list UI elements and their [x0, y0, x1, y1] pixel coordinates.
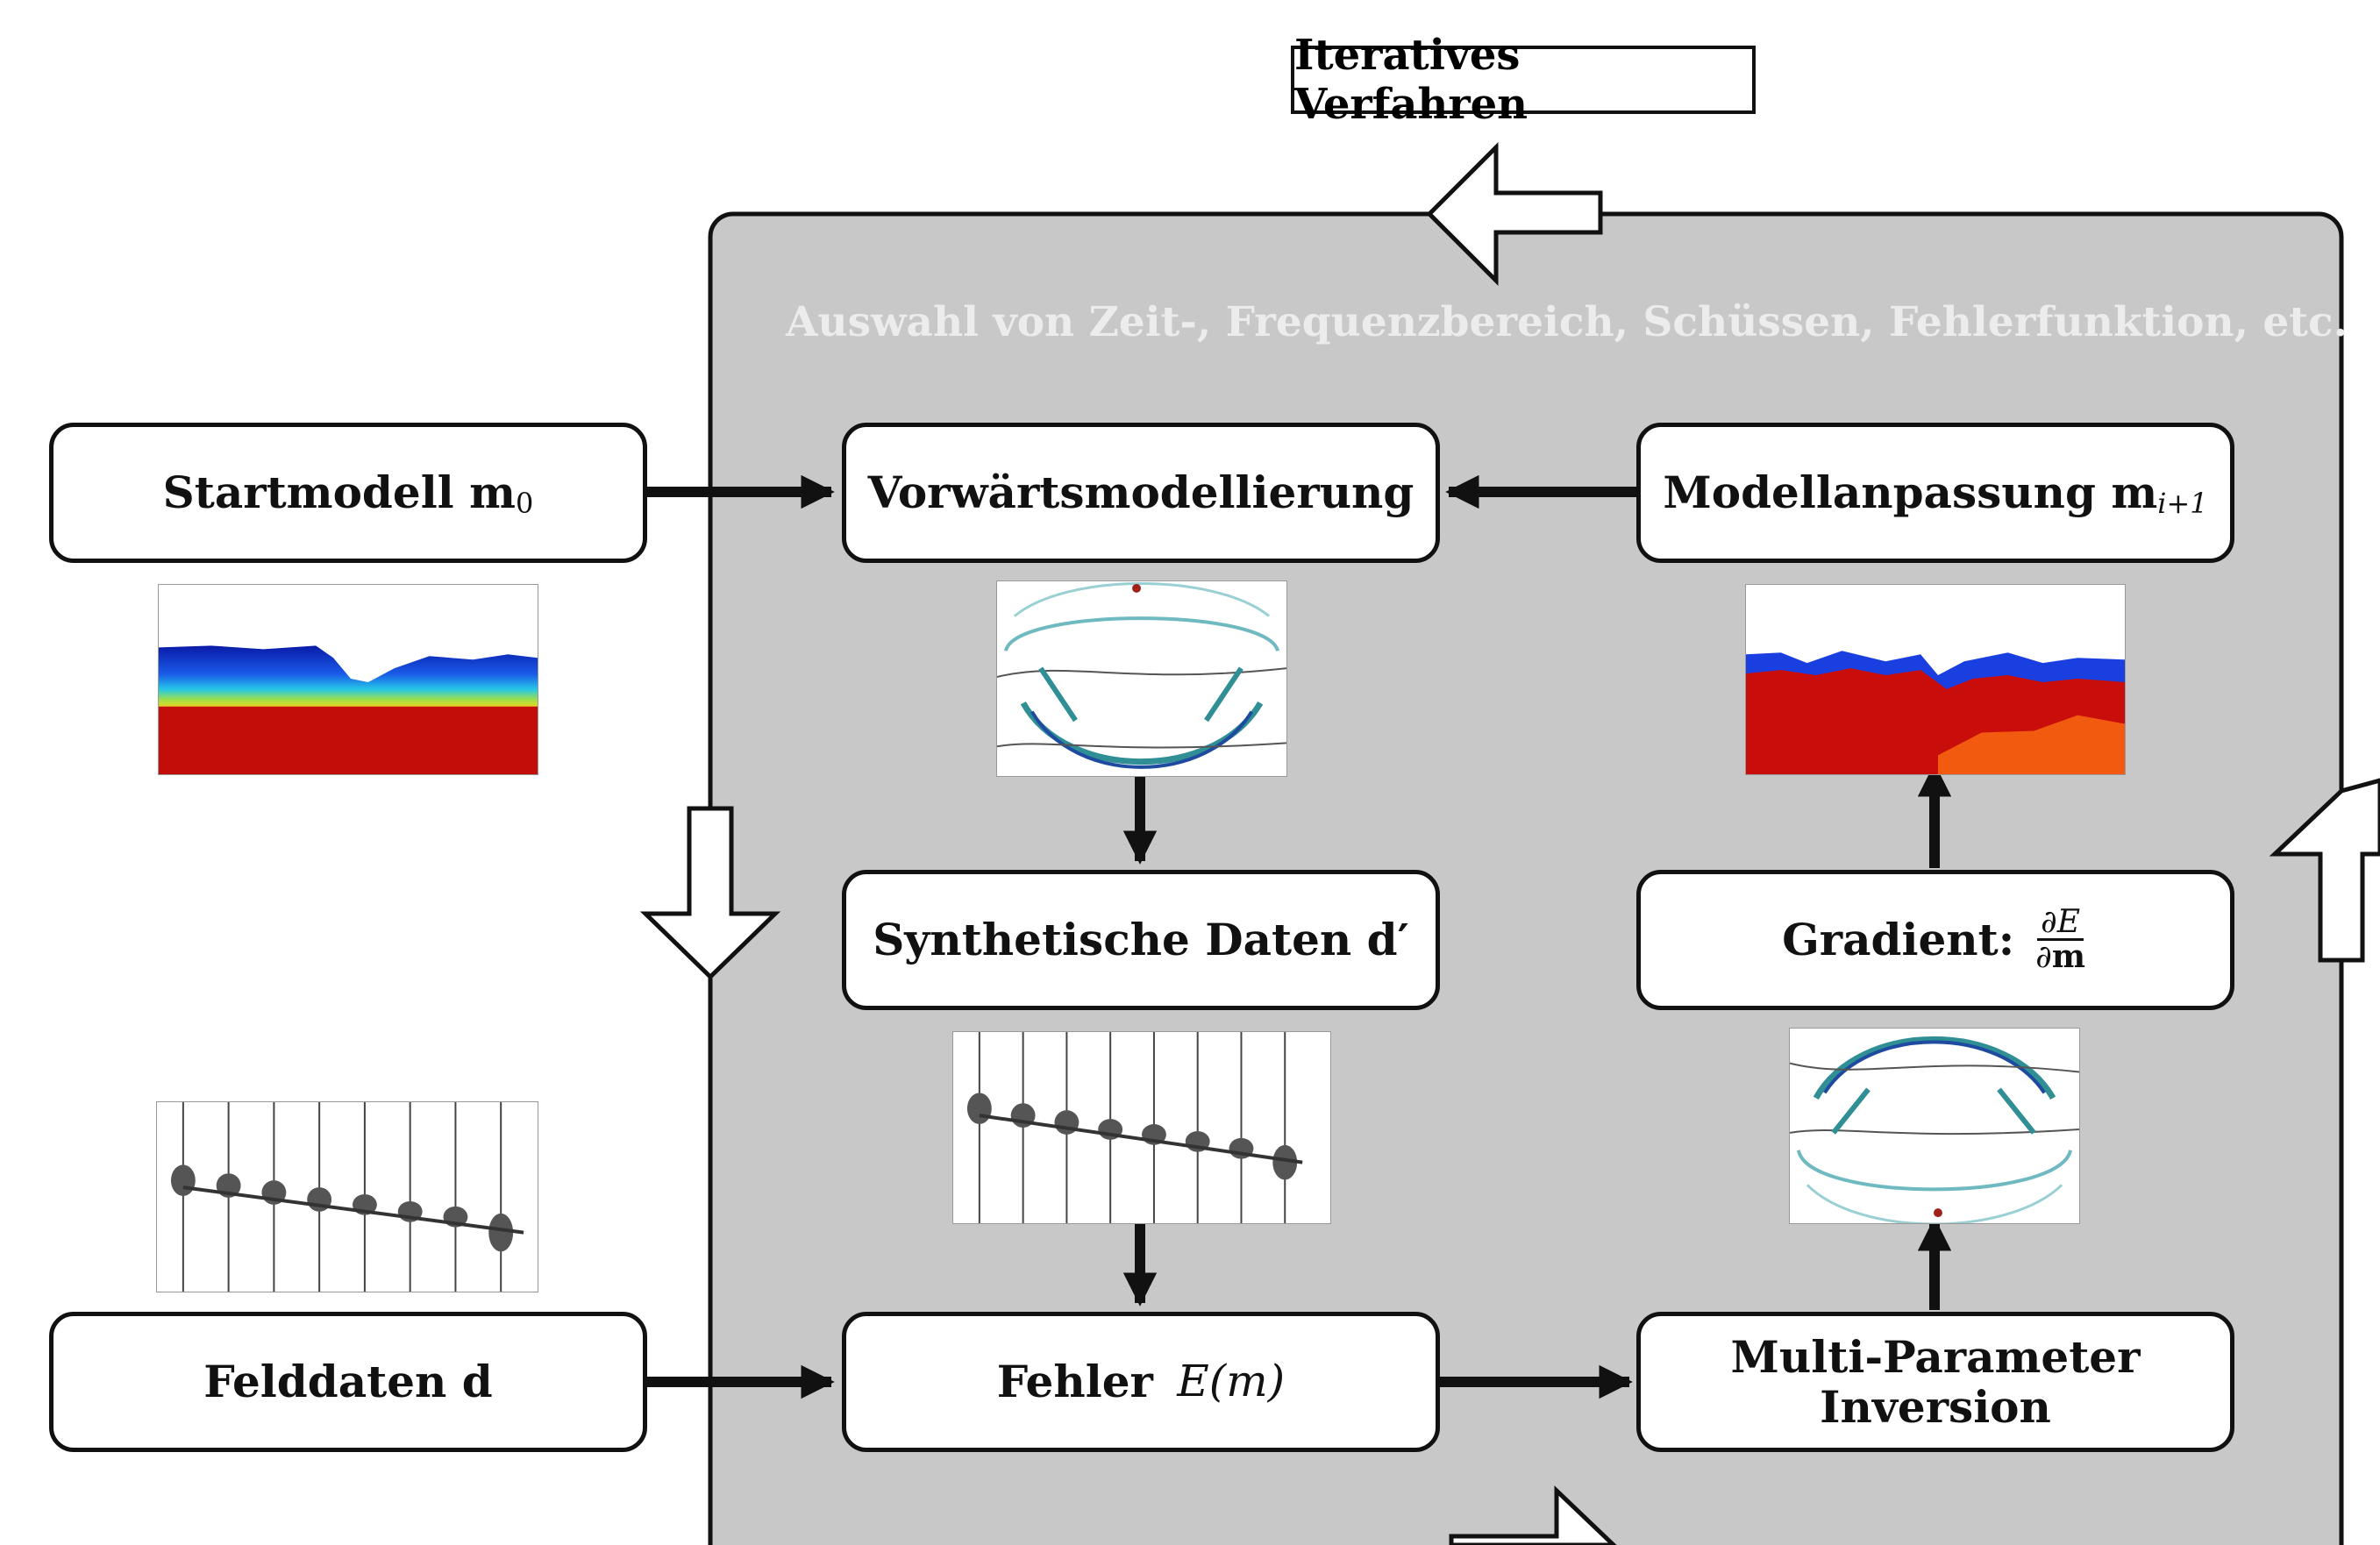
synthetisch-label: Synthetische Daten d′ — [873, 914, 1409, 966]
node-inversion: Multi-Parameter Inversion — [1636, 1312, 2234, 1452]
startmodell-sub: 0 — [516, 486, 534, 520]
title-text: Iteratives Verfahren — [1294, 31, 1528, 129]
thumb-field-data — [156, 1101, 538, 1292]
thumb-updated-model — [1745, 584, 2126, 775]
thumb-forward-wavefield — [996, 580, 1287, 777]
node-gradient: Gradient: ∂E ∂m — [1636, 870, 2234, 1010]
loop-caption: Auswahl von Zeit-, Frequenzbereich, Schü… — [786, 298, 2348, 346]
gradient-numerator: ∂E — [2037, 907, 2084, 941]
modellanpassung-sub: i+1 — [2157, 486, 2208, 520]
thumb-adjoint-wavefield — [1789, 1028, 2080, 1224]
inversion-line1: Multi-Parameter — [1730, 1330, 2141, 1383]
node-felddaten: Felddaten d — [49, 1312, 647, 1452]
gradient-den-m: m — [2051, 938, 2085, 975]
thumb-start-model — [158, 584, 538, 775]
modellanpassung-label: Modellanpassung m — [1663, 466, 2158, 519]
arrow-right-bottom — [1449, 1485, 1617, 1545]
gradient-label: Gradient: — [1782, 914, 2015, 966]
node-synthetisch: Synthetische Daten d′ — [842, 870, 1440, 1010]
node-vorwaerts: Vorwärtsmodellierung — [842, 423, 1440, 563]
arrow-up-right — [2269, 778, 2380, 963]
arrow-down-left — [639, 806, 781, 980]
thumb-synthetic-data — [952, 1031, 1331, 1224]
gradient-fraction: ∂E ∂m — [2032, 907, 2089, 973]
title-box: Iteratives Verfahren — [1291, 31, 1756, 129]
gradient-denominator: ∂m — [2032, 941, 2089, 973]
startmodell-label: Startmodell m — [162, 466, 516, 519]
fehler-math: E(m) — [1177, 1356, 1286, 1407]
fehler-label: Fehler — [996, 1356, 1169, 1408]
node-fehler: Fehler E(m) — [842, 1312, 1440, 1452]
arrow-left-top — [1426, 141, 1603, 287]
vorwaerts-label: Vorwärtsmodellierung — [867, 466, 1414, 519]
inversion-line2: Inversion — [1820, 1381, 2051, 1433]
gradient-den-d: ∂ — [2035, 939, 2052, 975]
felddaten-label: Felddaten d — [203, 1356, 493, 1408]
